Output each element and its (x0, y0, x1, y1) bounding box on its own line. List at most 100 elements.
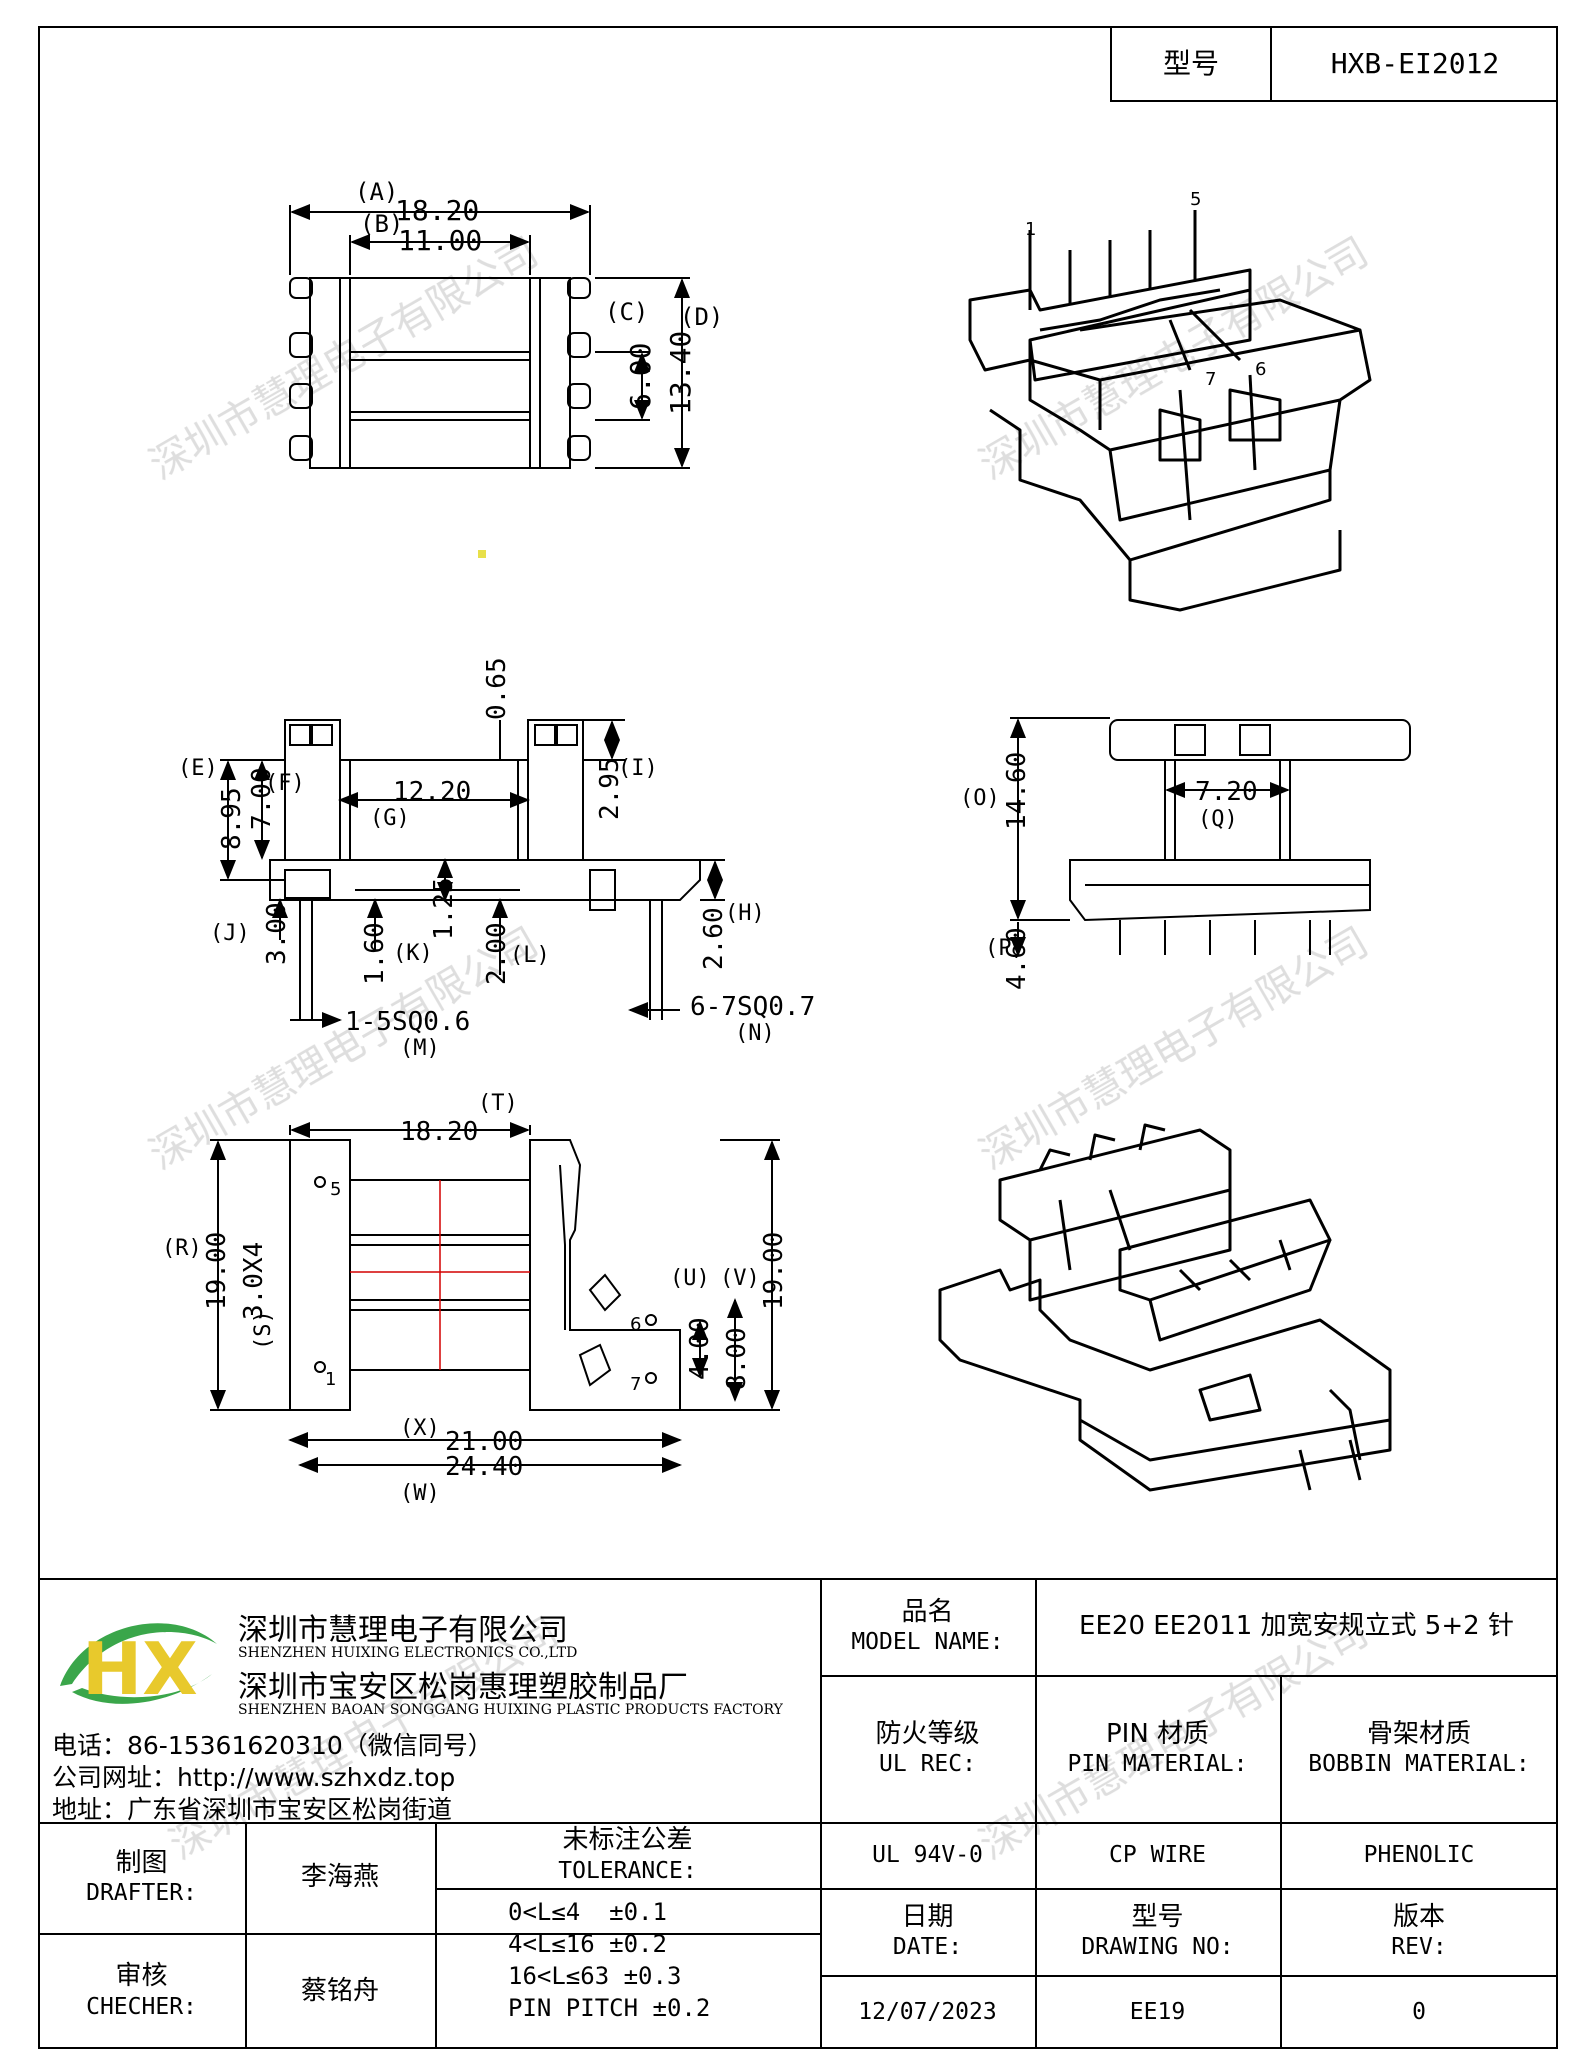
dim-v-label: (V) (720, 1266, 760, 1291)
dim-right-value: 19.00 (759, 1232, 789, 1310)
view-iso-2 (938, 1123, 1392, 1492)
line-right-1 (820, 1675, 1558, 1677)
dim-s-value: 3.0X4 (239, 1242, 269, 1320)
checker-cn: 审核 (115, 1961, 168, 1992)
watermark-1: 深圳市慧理电子有限公司 (142, 229, 546, 489)
dim-u-value: 4.00 (685, 1317, 715, 1380)
dim-n-text: 6-7SQ0.7 (690, 992, 815, 1022)
tolerance-label: 未标注公差 TOLERANCE: (435, 1822, 820, 1888)
drawing-frame (38, 26, 1558, 2049)
tolerance-line-2: 4<L≤16 ±0.2 (508, 1930, 667, 1958)
dim-h-value: 2.60 (699, 907, 729, 970)
dim-g-value: 12.20 (393, 777, 471, 807)
tolerance-cn: 未标注公差 (562, 1825, 693, 1856)
dim-o-value: 14.60 (1002, 752, 1032, 830)
drafter-value-text: 李海燕 (300, 1862, 379, 1893)
checker-en: CHECHER: (86, 1993, 197, 2020)
pin-7-label: 7 (630, 1374, 641, 1395)
view-side-labels: (E) (F) 8.95 7.00 12.20 (G) 0.65 2.95 (I… (178, 657, 815, 1061)
pin-material-label: PIN 材质 PIN MATERIAL: (1035, 1675, 1280, 1822)
dim-v-value: 8.00 (722, 1327, 752, 1390)
dim-e-label: (E) (178, 756, 218, 781)
line-right-v1 (1035, 1578, 1037, 2049)
dim-k-label: (K) (393, 941, 433, 966)
line-left-v2 (435, 1822, 437, 2049)
checker-label: 审核 CHECHER: (38, 1933, 245, 2049)
dim-a-label: (A) (355, 178, 398, 206)
drawing-no-label: 型号 DRAWING NO: (1035, 1888, 1280, 1975)
date-en: DATE: (892, 1934, 963, 1961)
pin-value: CP WIRE (1035, 1822, 1280, 1888)
dim-d-label: (D) (680, 303, 723, 331)
company-name-1: 深圳市慧理电子有限公司 (238, 1613, 568, 1648)
drawing-cn: 型号 (1131, 1901, 1184, 1932)
model-name-cn: 品名 (901, 1596, 954, 1627)
dim-t-label: (T) (478, 1091, 518, 1116)
iso-pin-7: 7 (1205, 369, 1216, 390)
model-value-text: HXB-EI2012 (1330, 46, 1500, 80)
date-cn: 日期 (901, 1901, 954, 1932)
model-value: HXB-EI2012 (1270, 26, 1558, 102)
drafter-en: DRAFTER: (86, 1880, 197, 1907)
fire-value: UL 94V-0 (820, 1822, 1035, 1888)
fire-value-text: UL 94V-0 (872, 1841, 983, 1868)
line-left-v1 (245, 1822, 247, 2049)
bobbin-en: BOBBIN MATERIAL: (1308, 1751, 1530, 1778)
bobbin-material-label: 骨架材质 BOBBIN MATERIAL: (1280, 1675, 1558, 1822)
view-iso-1-labels: 1 5 7 6 (1025, 189, 1266, 390)
dim-s-label: (S) (251, 1310, 276, 1350)
dim-j-value: 3.00 (262, 902, 292, 965)
dim-x-label: (X) (400, 1416, 440, 1441)
dim-i-value: 2.95 (595, 757, 625, 820)
dim-u-label: (U) (670, 1266, 710, 1291)
titleblock-divider-main (820, 1578, 822, 2049)
dim-m-text: 1-5SQ0.6 (345, 1007, 470, 1037)
tolerance-en: TOLERANCE: (558, 1857, 697, 1884)
dim-w-label: (W) (400, 1481, 440, 1506)
dim-p-value: 4.60 (1002, 927, 1032, 990)
view-iso-1 (968, 210, 1372, 612)
dim-l-label: (L) (510, 943, 550, 968)
pin-5-label: 5 (330, 1179, 341, 1200)
dim-r-value: 19.00 (202, 1232, 232, 1310)
date-value: 12/07/2023 (820, 1975, 1035, 2049)
company-name-1-en: SHENZHEN HUIXING ELECTRONICS CO.,LTD (238, 1645, 578, 1661)
dim-mid-value: 1.25 (429, 877, 459, 940)
company-name-2: 深圳市宝安区松岗惠理塑胶制品厂 (238, 1670, 688, 1705)
pin-6-label: 6 (630, 1314, 641, 1335)
checker-value-text: 蔡铭舟 (300, 1975, 379, 2006)
titleblock-top-line (38, 1578, 1558, 1580)
fire-en: UL REC: (879, 1751, 976, 1778)
dim-b-value: 11.00 (398, 224, 482, 257)
bobbin-cn: 骨架材质 (1366, 1718, 1471, 1749)
fire-label: 防火等级 UL REC: (820, 1675, 1035, 1822)
company-address: 地址：广东省深圳市宝安区松岗街道 (52, 1795, 453, 1824)
model-name-label: 品名 MODEL NAME: (820, 1578, 1035, 1675)
dim-i-label: (I) (618, 756, 658, 781)
dim-j-label: (J) (210, 921, 250, 946)
dim-h-label: (H) (725, 901, 765, 926)
drafter-label: 制图 DRAFTER: (38, 1822, 245, 1933)
dim-o-label: (O) (960, 786, 1000, 811)
view-side (220, 719, 725, 1028)
tolerance-line-4: PIN PITCH ±0.2 (508, 1994, 711, 2022)
line-right-2 (820, 1822, 1558, 1824)
iso-pin-1: 1 (1025, 219, 1036, 240)
view-top-labels: (A) 18.20 (B) 11.00 (C) (D) 6.00 13.40 (355, 178, 723, 415)
rev-value-text: 0 (1412, 1998, 1426, 2025)
drawing-no-value: EE19 (1035, 1975, 1280, 2049)
dim-x-value: 21.00 (445, 1427, 523, 1457)
model-label: 型号 (1110, 26, 1270, 102)
bobbin-value: PHENOLIC (1280, 1822, 1558, 1888)
date-value-text: 12/07/2023 (858, 1998, 997, 2025)
yellow-marker (478, 550, 486, 558)
rev-label: 版本 REV: (1280, 1888, 1558, 1975)
view-front-labels: (O) 14.60 7.20 (Q) (P) 4.60 (960, 752, 1258, 990)
dim-q-label: (Q) (1198, 807, 1238, 832)
line-left-3 (435, 1888, 820, 1890)
line-right-4 (820, 1975, 1558, 1977)
dim-w-value: 24.40 (445, 1452, 523, 1482)
checker-value: 蔡铭舟 (245, 1933, 435, 2049)
dim-e-value: 8.95 (217, 787, 247, 850)
